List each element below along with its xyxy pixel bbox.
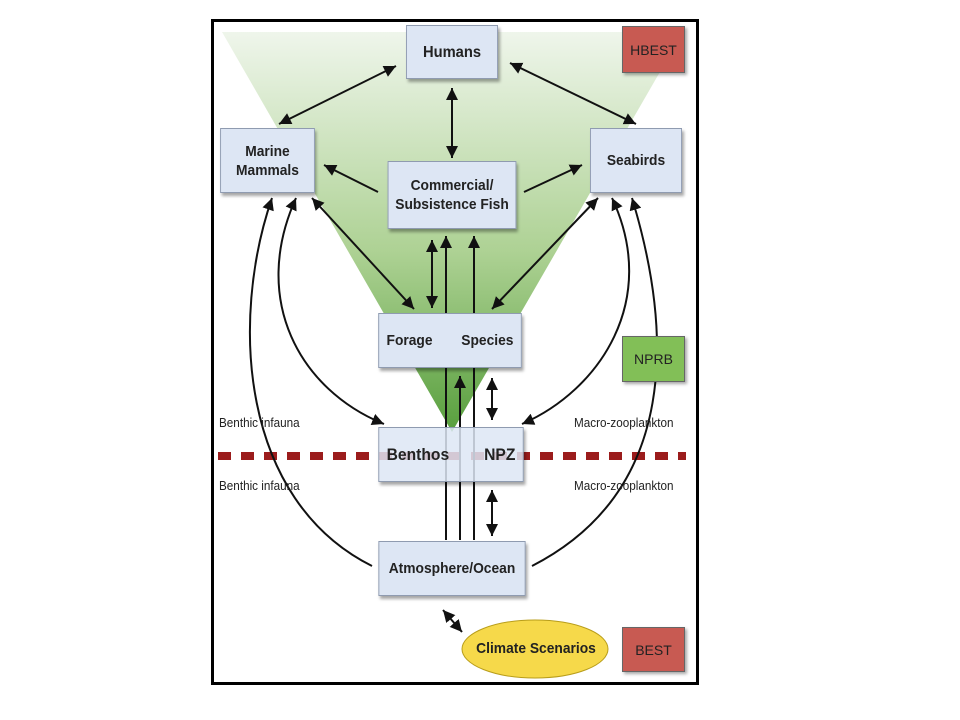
tag-hbest-label: HBEST xyxy=(630,41,677,58)
node-atmosphere-ocean: Atmosphere/Ocean xyxy=(378,541,526,596)
node-forage-species: Forage Species xyxy=(378,313,522,368)
label-benthic-infauna-lower: Benthic infauna xyxy=(219,478,300,493)
tag-nprb-label: NPRB xyxy=(634,351,673,367)
arrow-climate-atmosphere xyxy=(442,609,463,633)
node-humans-label: Humans xyxy=(422,43,482,61)
tag-best: BEST xyxy=(622,627,685,672)
node-seabirds-label: Seabirds xyxy=(606,152,666,169)
curve-mammals-benthos xyxy=(277,197,385,426)
node-climate-scenarios: Climate Scenarios xyxy=(472,628,601,668)
node-commercial-fish: Commercial/ Subsistence Fish xyxy=(387,161,517,229)
node-seabirds: Seabirds xyxy=(590,128,682,193)
climate-scenarios-ellipse xyxy=(461,619,609,679)
node-npz-label: NPZ xyxy=(484,445,516,464)
node-atmosphere-ocean-label: Atmosphere/Ocean xyxy=(388,560,516,577)
arrow-humans-marine-mammals xyxy=(278,65,397,125)
trophic-triangle xyxy=(222,32,683,432)
label-macro-zooplankton-upper: Macro-zooplankton xyxy=(574,415,674,430)
node-marine-mammals: Marine Mammals xyxy=(220,128,315,193)
node-commercial-fish-line2: Subsistence Fish xyxy=(395,196,509,213)
tag-hbest: HBEST xyxy=(622,26,685,73)
node-commercial-fish-line1: Commercial/ xyxy=(410,177,494,194)
label-benthic-infauna-upper: Benthic infauna xyxy=(219,415,300,430)
node-humans: Humans xyxy=(406,25,498,79)
arrow-humans-seabirds xyxy=(509,62,637,125)
node-forage-label: Forage xyxy=(386,332,433,349)
arrow-fish-marine-mammals xyxy=(323,164,379,193)
curve-atmosphere-mammals xyxy=(248,197,373,567)
arrow-fish-seabirds xyxy=(523,164,583,193)
curve-atmosphere-seabirds xyxy=(531,197,658,567)
node-benthos-label: Benthos xyxy=(386,445,450,464)
node-benthos-npz: Benthos NPZ xyxy=(378,427,524,482)
node-marine-mammals-label: Marine Mammals xyxy=(236,142,299,179)
tag-best-label: BEST xyxy=(635,641,672,658)
label-macro-zooplankton-lower: Macro-zooplankton xyxy=(574,478,674,493)
tag-nprb: NPRB xyxy=(622,336,685,382)
curve-seabirds-npz xyxy=(521,197,630,425)
node-climate-scenarios-label: Climate Scenarios xyxy=(476,639,596,657)
node-species-label: Species xyxy=(461,332,514,349)
